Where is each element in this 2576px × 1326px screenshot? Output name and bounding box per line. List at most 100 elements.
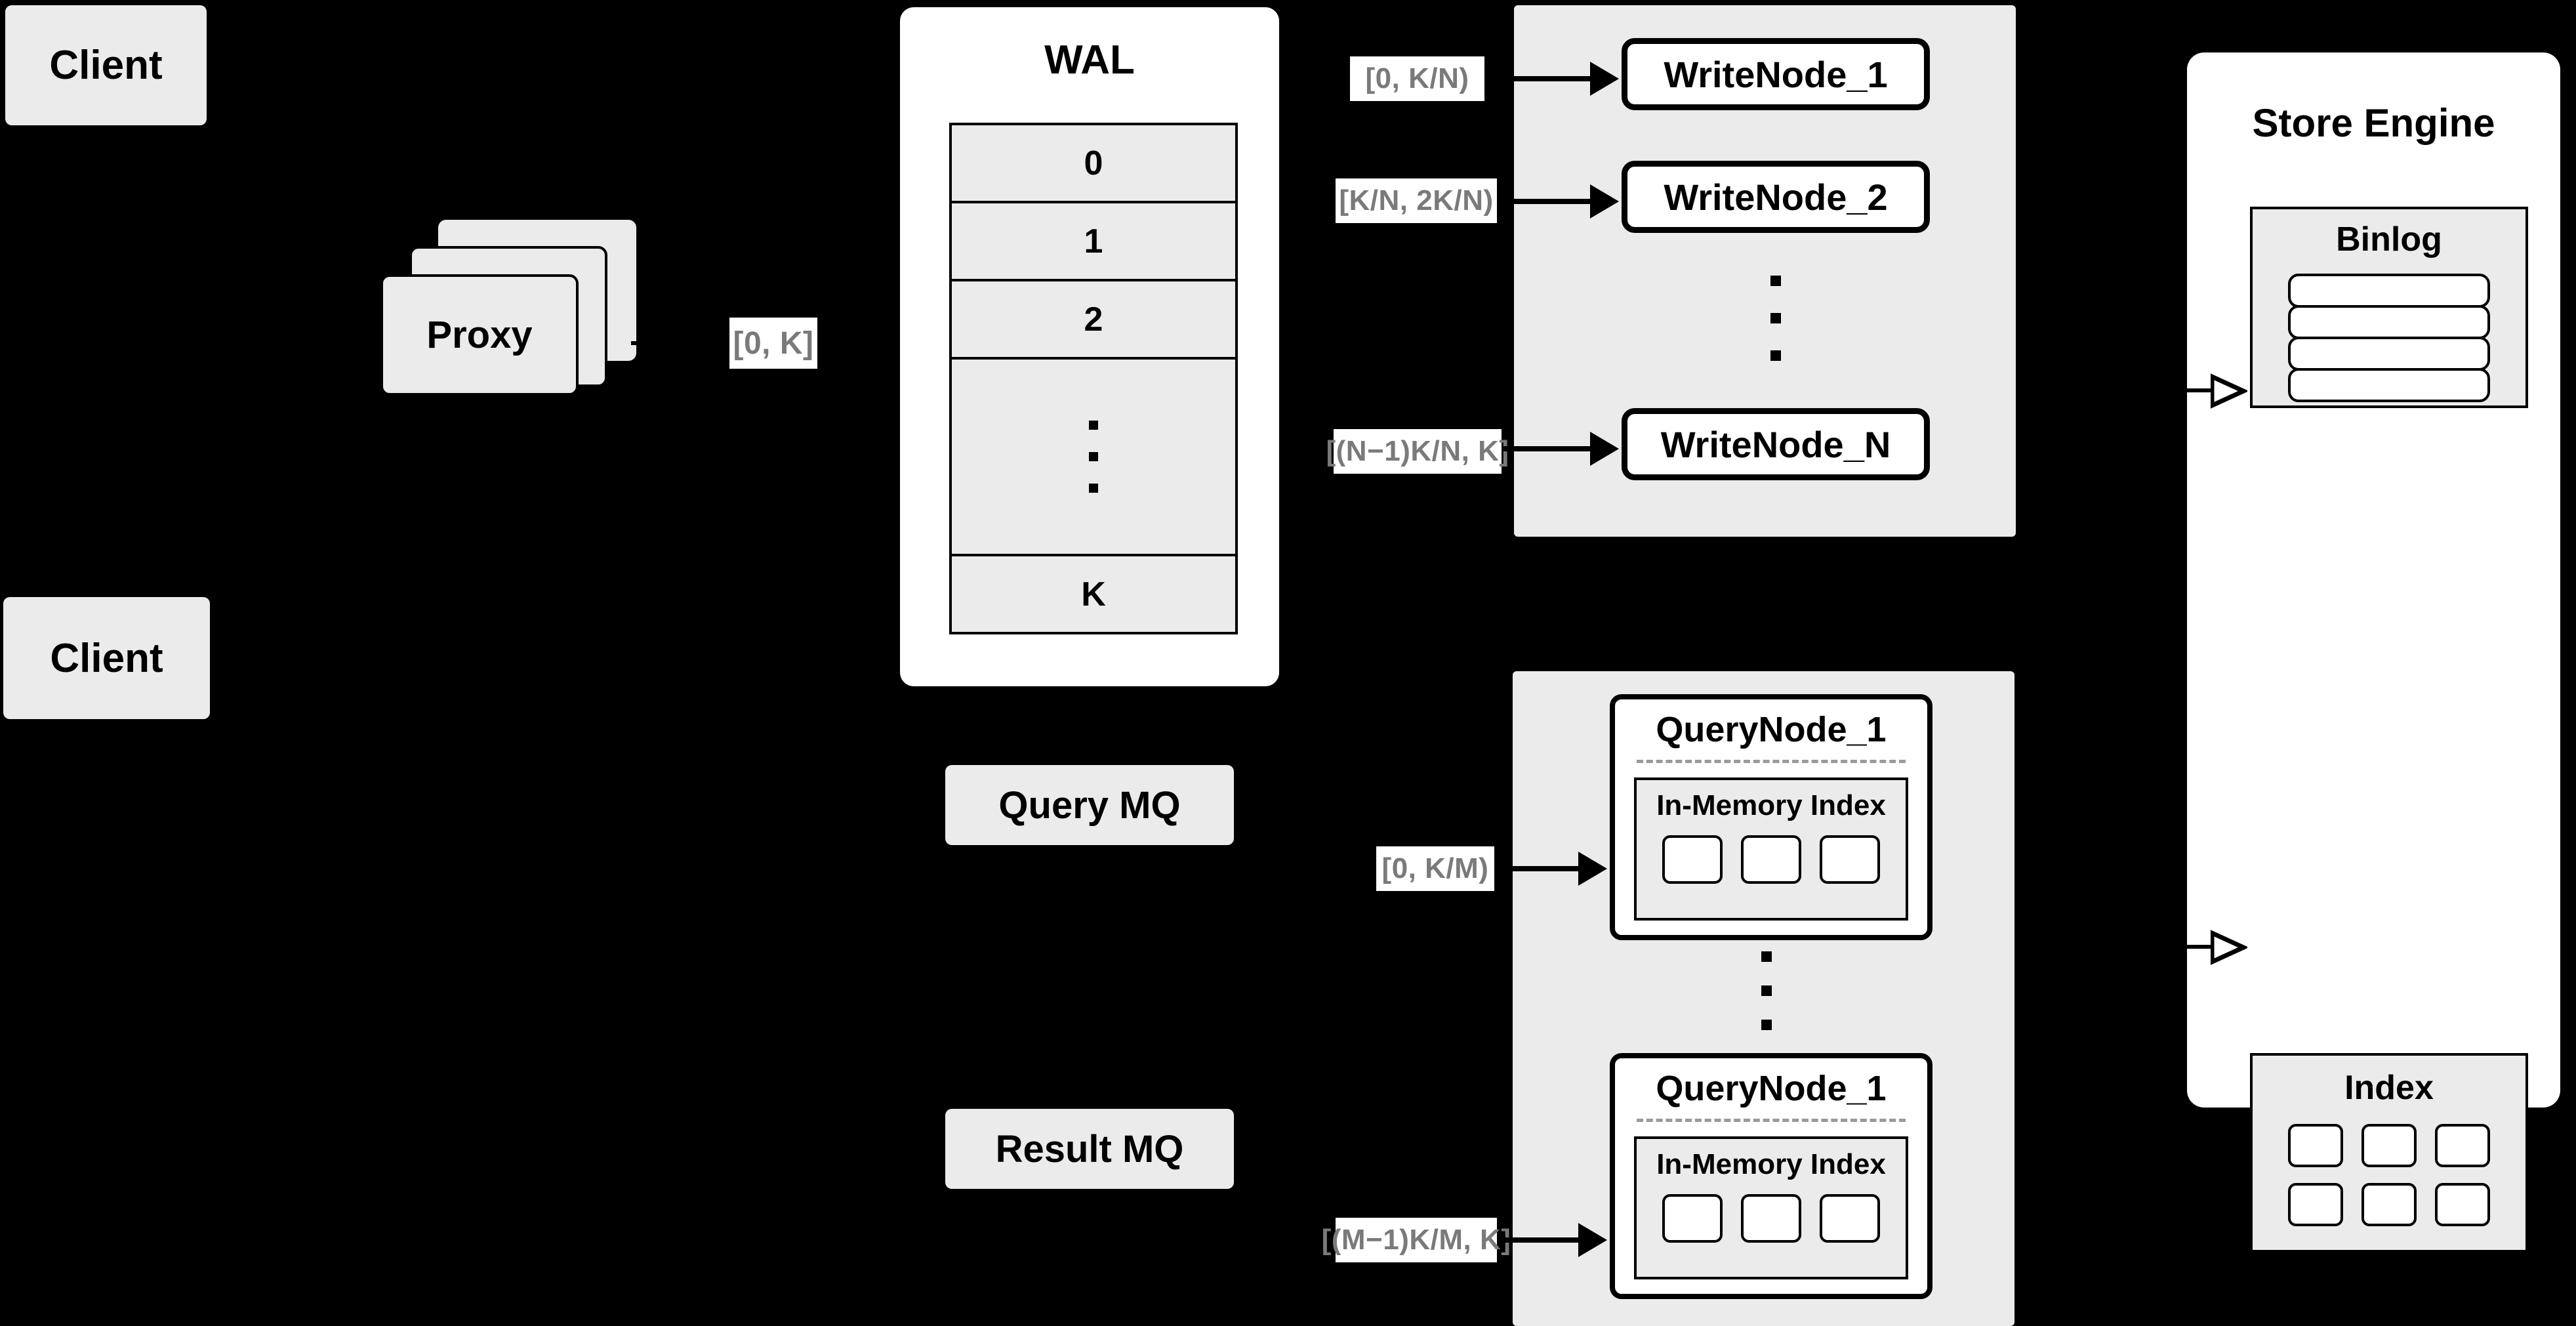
- edge-label-query-node-1: [0, K/M): [1376, 846, 1494, 891]
- edge-label-write-node-1-text: [0, K/N): [1365, 62, 1469, 94]
- query-node-2[interactable]: QueryNode_1 In-Memory Index: [1610, 1053, 1932, 1299]
- wal-row-k: K: [952, 556, 1235, 632]
- query-cluster-vertical-ellipsis-icon: [1760, 951, 1773, 1030]
- binlog-entry[interactable]: [2288, 368, 2490, 402]
- index-cell-row: [2288, 1124, 2490, 1167]
- index-segment[interactable]: [1662, 835, 1723, 884]
- binlog-title: Binlog: [2253, 209, 2525, 270]
- query-node-1-title: QueryNode_1: [1615, 699, 1927, 760]
- arrow-to-binlog: [2187, 388, 2213, 392]
- edge-label-write-node-n-text: [(N−1)K/N, K]: [1326, 435, 1509, 467]
- query-node-1-label: QueryNode_1: [1656, 710, 1887, 749]
- binlog-entry[interactable]: [2288, 305, 2490, 339]
- query-node-1-index-segments: [1662, 835, 1880, 884]
- write-node-1-label: WriteNode_1: [1664, 53, 1888, 95]
- index-cell[interactable]: [2361, 1183, 2417, 1226]
- query-node-1-separator: [1637, 760, 1906, 763]
- arrow-to-query-node-2: [1498, 1237, 1581, 1243]
- query-node-2-in-memory-index: In-Memory Index: [1634, 1136, 1908, 1279]
- wal-row-0-label: 0: [1084, 144, 1103, 182]
- edge-label-query-node-2-text: [(M−1)K/M, K]: [1321, 1224, 1511, 1256]
- wal-entry-table: 0 1 2 K: [949, 123, 1238, 634]
- arrowhead-binlog-icon: [2211, 373, 2247, 409]
- index-segment[interactable]: [1741, 835, 1801, 884]
- edge-label-write-node-2-text: [K/N, 2K/N): [1339, 184, 1494, 217]
- arrow-to-write-node-n: [1503, 446, 1593, 451]
- index-cell[interactable]: [2361, 1124, 2417, 1167]
- proxy-node[interactable]: Proxy: [380, 274, 579, 396]
- query-node-2-index-title-text: In-Memory Index: [1656, 1148, 1886, 1180]
- index-cell-row: [2288, 1183, 2490, 1226]
- write-node-1[interactable]: WriteNode_1: [1622, 38, 1930, 110]
- client-node-1-label: Client: [49, 43, 163, 88]
- client-node-1[interactable]: Client: [5, 5, 207, 125]
- index-cell[interactable]: [2288, 1183, 2343, 1226]
- index-cell[interactable]: [2435, 1124, 2490, 1167]
- query-node-2-title: QueryNode_1: [1615, 1058, 1927, 1119]
- wal-row-1: 1: [952, 203, 1235, 281]
- query-node-2-separator: [1637, 1119, 1906, 1122]
- binlog-entry[interactable]: [2288, 337, 2490, 371]
- edge-label-proxy-to-wal: [0, K]: [729, 318, 817, 369]
- wal-row-1-label: 1: [1084, 222, 1103, 260]
- query-node-1-in-memory-index: In-Memory Index: [1634, 777, 1908, 921]
- index-cell[interactable]: [2288, 1124, 2343, 1167]
- index-cell[interactable]: [2435, 1183, 2490, 1226]
- client-node-2-label: Client: [50, 635, 163, 681]
- arrow-to-index: [2187, 945, 2213, 949]
- proxy-node-label: Proxy: [426, 314, 533, 356]
- wal-vertical-ellipsis-icon: [1089, 421, 1098, 493]
- arrowhead-query-node-2-icon: [1578, 1223, 1607, 1257]
- write-node-n-label: WriteNode_N: [1660, 423, 1891, 465]
- proxy-stack[interactable]: Proxy: [380, 217, 669, 426]
- index-title: Index: [2253, 1056, 2525, 1120]
- result-mq-node[interactable]: Result MQ: [945, 1109, 1234, 1189]
- wal-row-ellipsis: [952, 360, 1235, 556]
- arrowhead-write-node-2-icon: [1590, 184, 1619, 218]
- index-segment[interactable]: [1820, 1194, 1880, 1243]
- query-node-1-index-title: In-Memory Index: [1656, 780, 1886, 831]
- binlog-title-text: Binlog: [2336, 220, 2442, 259]
- arrowhead-write-node-n-icon: [1590, 432, 1619, 466]
- query-node-1[interactable]: QueryNode_1 In-Memory Index: [1610, 694, 1932, 940]
- binlog-group: Binlog: [2250, 207, 2528, 408]
- edge-label-write-node-n: [(N−1)K/N, K]: [1326, 429, 1509, 474]
- wal-title: WAL: [900, 30, 1279, 89]
- query-node-1-index-title-text: In-Memory Index: [1656, 789, 1886, 821]
- binlog-entry-list: [2253, 274, 2525, 402]
- wal-panel: WAL 0 1 2 K: [897, 4, 1282, 690]
- wal-row-2: 2: [952, 281, 1235, 360]
- write-node-n[interactable]: WriteNode_N: [1622, 408, 1930, 480]
- edge-label-proxy-to-wal-text: [0, K]: [733, 325, 814, 361]
- arrow-to-query-node-1: [1497, 866, 1581, 871]
- wal-title-text: WAL: [1044, 37, 1135, 83]
- edge-label-write-node-2: [K/N, 2K/N): [1336, 178, 1497, 223]
- store-engine-title: Store Engine: [2187, 93, 2560, 152]
- arrowhead-query-node-1-icon: [1578, 852, 1607, 886]
- query-node-2-index-segments: [1662, 1194, 1880, 1243]
- wal-row-2-label: 2: [1084, 300, 1103, 339]
- arrowhead-write-node-1-icon: [1590, 62, 1619, 96]
- binlog-entry[interactable]: [2288, 274, 2490, 308]
- write-node-2-label: WriteNode_2: [1664, 176, 1888, 218]
- write-cluster-vertical-ellipsis-icon: [1769, 276, 1782, 361]
- proxy-to-wal-connector: [631, 341, 657, 345]
- edge-label-write-node-1: [0, K/N): [1350, 56, 1484, 101]
- query-mq-node[interactable]: Query MQ: [945, 765, 1234, 845]
- index-segment[interactable]: [1741, 1194, 1801, 1243]
- index-title-text: Index: [2344, 1069, 2434, 1107]
- query-node-2-index-title: In-Memory Index: [1656, 1139, 1886, 1190]
- index-group: Index: [2250, 1053, 2528, 1253]
- write-node-2[interactable]: WriteNode_2: [1622, 161, 1930, 233]
- edge-label-query-node-2: [(M−1)K/M, K]: [1322, 1218, 1511, 1262]
- client-node-2[interactable]: Client: [3, 597, 210, 719]
- arrow-to-write-node-2: [1498, 199, 1593, 204]
- index-segment[interactable]: [1820, 835, 1880, 884]
- query-node-2-label: QueryNode_1: [1656, 1069, 1887, 1108]
- index-segment[interactable]: [1662, 1194, 1723, 1243]
- arrowhead-index-icon: [2211, 930, 2247, 965]
- edge-label-query-node-1-text: [0, K/M): [1381, 852, 1489, 884]
- index-cell-grid: [2253, 1124, 2525, 1226]
- arrow-to-write-node-1: [1488, 76, 1593, 81]
